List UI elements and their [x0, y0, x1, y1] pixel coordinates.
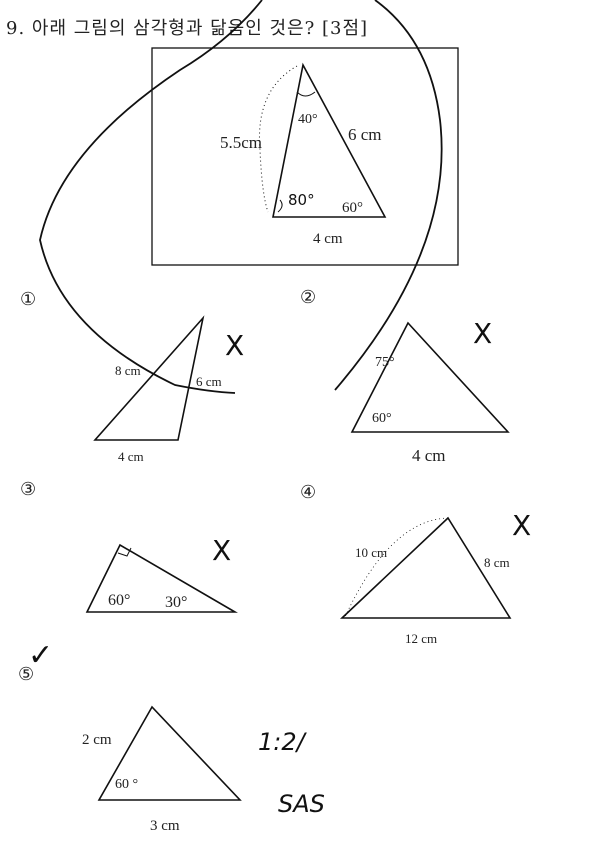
label: 30°: [165, 594, 187, 611]
label: 8 cm: [484, 555, 510, 570]
label: 6 cm: [348, 125, 382, 144]
label: 4 cm: [313, 231, 343, 247]
handwritten-check-mark: ✓: [28, 638, 53, 673]
reference-triangle: [272, 62, 387, 218]
handwritten-curve: [334, 0, 443, 391]
handwritten-x-mark: X: [512, 509, 531, 542]
handwritten-angle: 80°: [288, 191, 315, 209]
option-2-label[interactable]: ②: [300, 287, 316, 307]
handwritten-curve: [39, 0, 263, 394]
label: 8 cm: [115, 363, 141, 378]
label: 60 °: [115, 777, 138, 792]
option-4-label[interactable]: ④: [300, 482, 316, 502]
label: 60°: [342, 200, 363, 216]
handwritten-x-mark: X: [212, 534, 231, 567]
label: 2 cm: [82, 732, 112, 748]
label: 3 cm: [150, 818, 180, 834]
handwritten-ratio-note: 1:2/: [258, 728, 308, 756]
label: 40°: [298, 112, 318, 127]
option-5-label[interactable]: ⑤: [18, 664, 34, 684]
label: 4 cm: [118, 449, 144, 464]
label: 75°: [375, 355, 395, 370]
reference-box: [151, 47, 459, 266]
option-4-triangle: [339, 516, 512, 619]
label: 4 cm: [412, 446, 446, 465]
option-5-triangle: [97, 705, 242, 801]
label: 60°: [372, 411, 392, 426]
option-1-label[interactable]: ①: [20, 289, 36, 309]
label: 5.5cm: [220, 133, 262, 152]
option-3-triangle: [85, 543, 238, 613]
label: 10 cm: [355, 545, 387, 560]
label: 60°: [108, 592, 130, 609]
option-2-triangle: [350, 321, 510, 433]
label: 6 cm: [196, 374, 222, 389]
handwritten-x-mark: X: [225, 329, 244, 362]
question-title: 9. 아래 그림의 삼각형과 닮음인 것은? [3점]: [6, 18, 369, 39]
handwritten-x-mark: X: [473, 317, 492, 350]
option-3-label[interactable]: ③: [20, 479, 36, 499]
handwritten-sas-note: SAS: [278, 790, 325, 818]
option-1-triangle: [93, 315, 205, 441]
label: 12 cm: [405, 631, 437, 646]
